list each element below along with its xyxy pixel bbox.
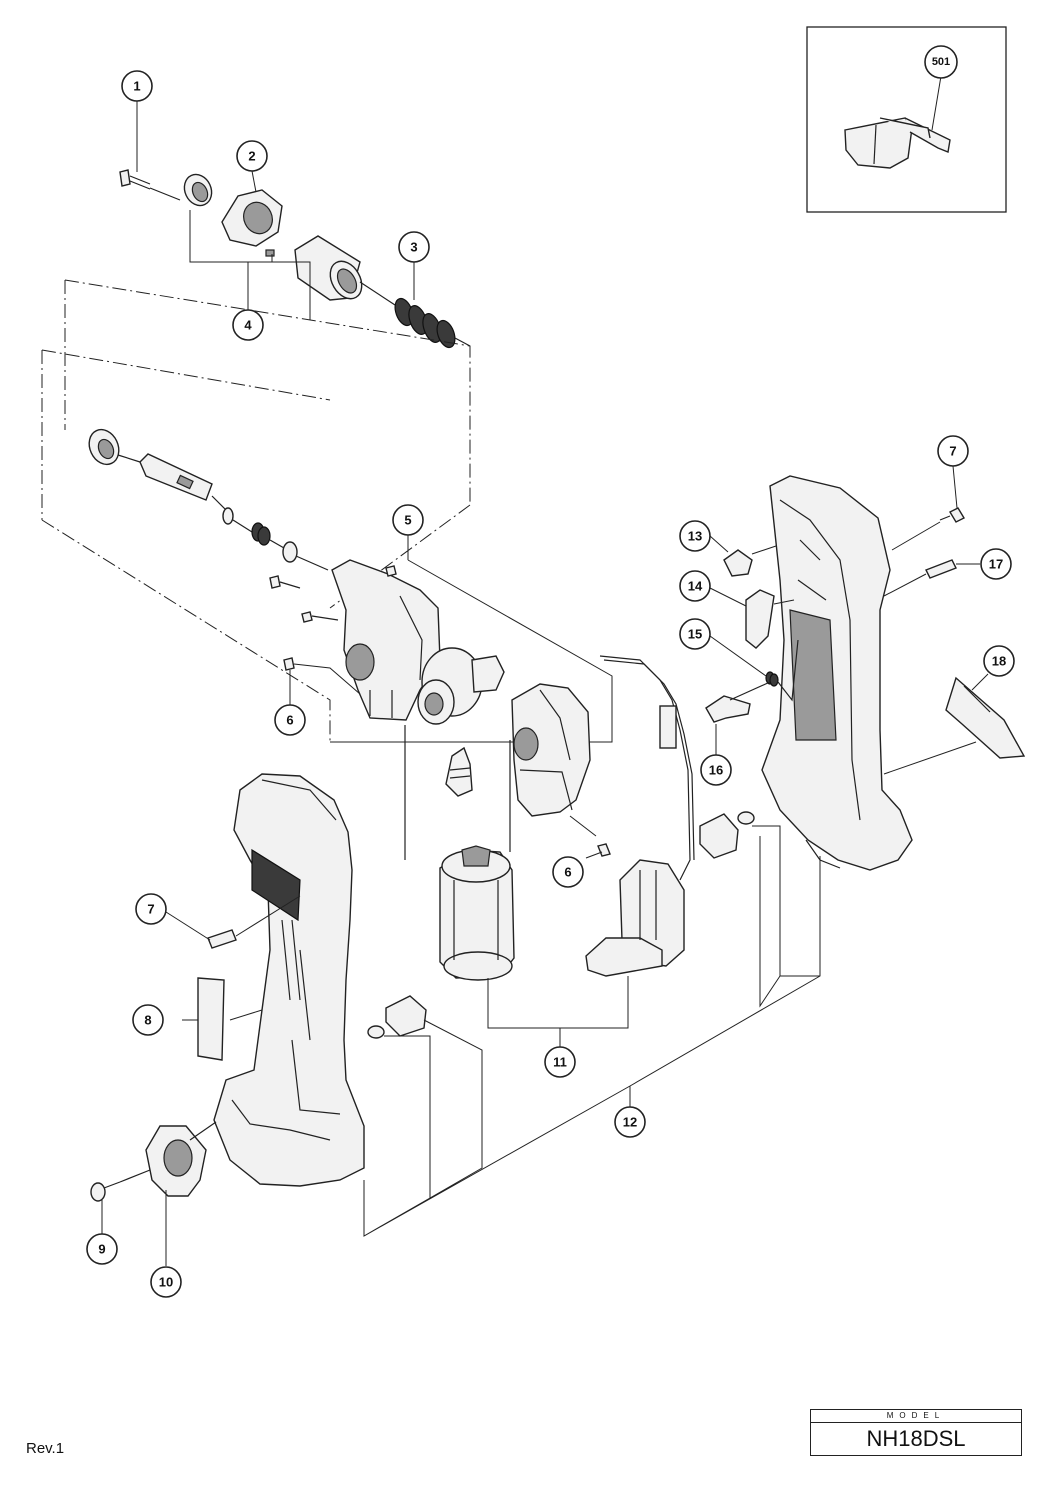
svg-text:9: 9 xyxy=(98,1242,105,1257)
switch-assembly xyxy=(585,655,695,977)
callout-2: 2 xyxy=(236,140,268,172)
svg-text:6: 6 xyxy=(564,865,571,880)
callout-501: 501 xyxy=(924,45,958,79)
svg-text:6: 6 xyxy=(286,713,293,728)
cam-13 xyxy=(709,535,777,577)
motor-bracket xyxy=(511,683,591,817)
callout-10: 10 xyxy=(150,1266,182,1298)
svg-text:1: 1 xyxy=(133,79,140,94)
svg-text:17: 17 xyxy=(989,557,1003,572)
revision-label: Rev.1 xyxy=(26,1440,65,1457)
o-ring-b xyxy=(282,541,298,563)
svg-text:12: 12 xyxy=(623,1115,637,1130)
gear-case-5 xyxy=(330,535,613,743)
screw-6-left xyxy=(283,657,361,705)
callout-12: 12 xyxy=(614,1106,646,1138)
screw-small-c xyxy=(301,611,313,623)
planetary-gear xyxy=(417,647,505,725)
belt-hook-10 xyxy=(145,1121,217,1266)
lever-14 xyxy=(709,587,795,649)
callout-8: 8 xyxy=(132,1004,164,1036)
callout-6-left: 6 xyxy=(274,704,306,736)
callout-7-left: 7 xyxy=(135,893,167,925)
o-ring-a xyxy=(222,507,234,525)
callout-14: 14 xyxy=(679,570,711,602)
bracket-11 xyxy=(487,976,629,1048)
svg-text:4: 4 xyxy=(244,318,252,333)
callout-3: 3 xyxy=(398,231,430,263)
nose-guide-2 xyxy=(221,170,283,247)
callout-13: 13 xyxy=(679,520,711,552)
driver-blade xyxy=(139,453,213,501)
screw-small-b xyxy=(269,575,281,589)
housing-right xyxy=(761,475,913,871)
callout-11: 11 xyxy=(544,1046,576,1078)
label-18 xyxy=(883,673,1026,775)
screw-1 xyxy=(119,101,151,190)
svg-text:7: 7 xyxy=(147,902,154,917)
svg-text:501: 501 xyxy=(932,56,950,68)
key-piece xyxy=(265,249,275,257)
brush-right xyxy=(699,811,755,859)
spring-15 xyxy=(709,635,799,702)
brush-left xyxy=(367,995,427,1039)
bracket-12 xyxy=(363,825,821,1237)
motor xyxy=(404,725,515,981)
bumper-ring xyxy=(183,173,213,207)
callout-18: 18 xyxy=(983,645,1015,677)
nameplate-8 xyxy=(197,977,225,1061)
spring-3 xyxy=(394,262,456,349)
svg-text:10: 10 xyxy=(159,1275,173,1290)
latch-16 xyxy=(705,681,771,755)
callout-16: 16 xyxy=(700,754,732,786)
callout-7-right: 7 xyxy=(937,435,969,467)
safety-glasses xyxy=(844,75,951,169)
screw-7-left xyxy=(165,895,301,949)
callout-17: 17 xyxy=(980,548,1012,580)
callout-4: 4 xyxy=(232,309,264,341)
svg-text:13: 13 xyxy=(688,529,702,544)
model-name: NH18DSL xyxy=(866,1426,966,1451)
svg-text:18: 18 xyxy=(992,654,1006,669)
screw-6-right xyxy=(569,815,611,859)
screw-7-right xyxy=(891,465,965,551)
pinion-gear xyxy=(445,746,473,797)
small-spring xyxy=(251,522,271,546)
svg-text:15: 15 xyxy=(688,627,702,642)
callout-9: 9 xyxy=(86,1233,118,1265)
ring-washer xyxy=(88,428,120,466)
callout-1: 1 xyxy=(121,70,153,102)
model-heading: MODEL xyxy=(811,1410,1021,1423)
svg-text:7: 7 xyxy=(949,444,956,459)
callout-15: 15 xyxy=(679,618,711,650)
screw-17 xyxy=(883,559,980,597)
accessory-box xyxy=(806,26,1007,213)
svg-text:8: 8 xyxy=(144,1013,151,1028)
screw-9 xyxy=(90,1169,151,1234)
callout-6-right: 6 xyxy=(552,856,584,888)
sleeve xyxy=(294,235,363,301)
housing-left xyxy=(213,773,365,1187)
svg-text:11: 11 xyxy=(553,1055,567,1070)
svg-text:16: 16 xyxy=(709,763,723,778)
model-title-block: MODEL NH18DSL xyxy=(810,1409,1022,1456)
svg-text:14: 14 xyxy=(688,579,703,594)
screw-small-a xyxy=(385,565,397,577)
svg-text:2: 2 xyxy=(248,149,255,164)
svg-text:3: 3 xyxy=(410,240,417,255)
callout-5: 5 xyxy=(392,504,424,536)
svg-text:5: 5 xyxy=(404,513,411,528)
